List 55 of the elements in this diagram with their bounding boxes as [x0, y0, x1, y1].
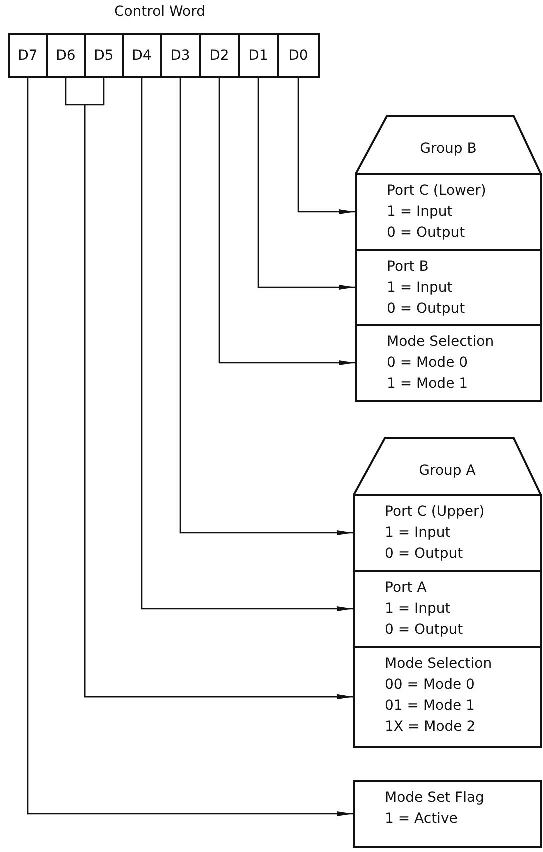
- register-section: [355, 249, 542, 326]
- section-heading: Mode Set Flag: [385, 789, 486, 808]
- setting-line: 1 = Input: [385, 600, 452, 619]
- bit-cell: [277, 33, 320, 78]
- diagram-title: Control Word: [113, 4, 207, 20]
- connector-arrow: [298, 78, 355, 214]
- bit-label: D7: [18, 48, 38, 64]
- bit-label: D5: [94, 48, 114, 64]
- connector-arrow: [27, 78, 353, 816]
- bit-label: D1: [248, 48, 268, 64]
- register-section: [353, 570, 542, 648]
- bit-label: D6: [56, 48, 76, 64]
- bit-cell: [199, 33, 240, 78]
- bit-cell: [46, 33, 86, 78]
- setting-line: 0 = Output: [387, 300, 466, 319]
- bit-cell: [238, 33, 279, 78]
- setting-line: 1 = Input: [387, 279, 454, 298]
- setting-line: 0 = Output: [387, 224, 466, 243]
- group-header-trapezoid: [355, 115, 542, 175]
- register-section: [355, 173, 542, 251]
- setting-line: 0 = Mode 0: [387, 354, 470, 373]
- register-section: [355, 324, 542, 402]
- group-title: Group A: [419, 462, 476, 478]
- group-header-trapezoid: [353, 437, 542, 496]
- section-heading: Port C (Upper): [385, 503, 486, 522]
- section-heading: Port A: [385, 579, 428, 598]
- setting-line: 1 = Input: [385, 524, 452, 543]
- setting-line: 01 = Mode 1: [385, 697, 476, 716]
- connector-arrow: [180, 78, 353, 536]
- setting-line: 0 = Output: [385, 545, 464, 564]
- setting-line: 1 = Active: [385, 810, 459, 829]
- connector-arrow: [141, 78, 353, 612]
- section-heading: Mode Selection: [387, 333, 496, 352]
- setting-line: 1 = Mode 1: [387, 375, 470, 394]
- bit-label: D0: [288, 48, 308, 64]
- bit-cell: [8, 33, 48, 78]
- connector-arrow: [218, 78, 355, 366]
- bit-label: D3: [170, 48, 190, 64]
- bit-cell: [84, 33, 124, 78]
- setting-line: 1 = Input: [387, 203, 454, 222]
- connector-arrow: [258, 78, 355, 290]
- bit-cell: [160, 33, 201, 78]
- section-heading: Mode Selection: [385, 655, 494, 674]
- bit-label: D4: [132, 48, 152, 64]
- setting-line: 1X = Mode 2: [385, 718, 477, 737]
- section-heading: Port C (Lower): [387, 182, 488, 201]
- bit-label: D2: [210, 48, 230, 64]
- register-section: [353, 494, 542, 572]
- bit-cell: [122, 33, 162, 78]
- section-heading: Port B: [387, 258, 430, 277]
- group-title: Group B: [420, 141, 477, 157]
- setting-line: 0 = Output: [385, 621, 464, 640]
- register-section: [353, 646, 542, 748]
- setting-line: 00 = Mode 0: [385, 676, 476, 695]
- register-section: [353, 780, 542, 848]
